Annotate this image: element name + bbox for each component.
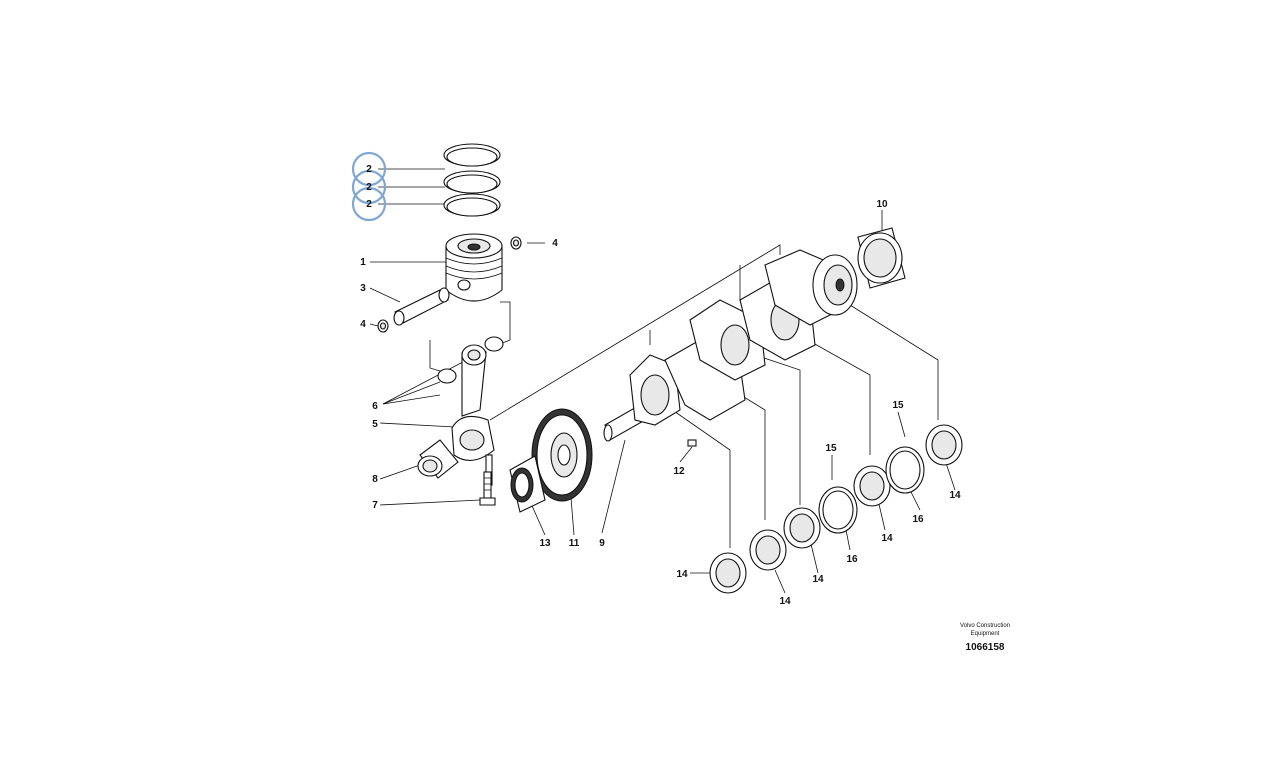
callout-13[interactable]: 13: [539, 538, 551, 549]
main-bearing-4: [853, 465, 891, 507]
timing-gear: [531, 408, 593, 502]
manufacturer-name-line2: Equipment: [970, 631, 1000, 637]
callout-highlight-ring: [351, 151, 387, 187]
main-bearing-5: [925, 424, 963, 466]
callout-3[interactable]: 3: [360, 283, 366, 294]
callout-8[interactable]: 8: [372, 474, 378, 485]
callout-6[interactable]: 6: [372, 401, 378, 412]
callout-16[interactable]: 16: [846, 554, 858, 565]
thrust-washer-2: [885, 446, 925, 494]
drawing-footer: Volvo Construction Equipment 1066158: [930, 622, 1040, 653]
piston: [445, 233, 503, 302]
main-bearing-2: [749, 529, 787, 571]
callout-1[interactable]: 1: [360, 257, 366, 268]
callout-highlight-ring: [351, 169, 387, 205]
callout-10[interactable]: 10: [876, 199, 888, 210]
callout-16[interactable]: 16: [912, 514, 924, 525]
callout-14[interactable]: 14: [949, 490, 961, 501]
piston-ring-group: [443, 143, 501, 217]
crankshaft-seal: [857, 227, 906, 289]
callout-14[interactable]: 14: [812, 574, 824, 585]
callout-2[interactable]: 2: [366, 182, 372, 193]
callout-11[interactable]: 11: [569, 538, 580, 549]
main-bearing-1: [709, 552, 747, 594]
callout-12[interactable]: 12: [673, 466, 685, 477]
crank-key: [687, 439, 697, 447]
connecting-rod: [437, 336, 504, 486]
callout-14[interactable]: 14: [881, 533, 893, 544]
callout-5[interactable]: 5: [372, 419, 378, 430]
callout-4[interactable]: 4: [552, 238, 558, 249]
callout-14[interactable]: 14: [779, 596, 791, 607]
crankshaft: [603, 249, 858, 442]
callout-labels: 2 2 2 1 4 3 4 6 5 8 7 13 11 9 12 10 15 1…: [360, 164, 961, 607]
callout-15[interactable]: 15: [892, 400, 904, 411]
callout-2[interactable]: 2: [366, 199, 372, 210]
piston-pin: [393, 287, 450, 326]
callout-14[interactable]: 14: [676, 569, 688, 580]
thrust-washer-1: [818, 486, 858, 534]
rod-bolt: [479, 471, 496, 506]
drawing-number: 1066158: [965, 642, 1005, 653]
callout-15[interactable]: 15: [825, 443, 837, 454]
callout-4[interactable]: 4: [360, 319, 366, 330]
main-bearing-3: [783, 507, 821, 549]
callout-highlights: [351, 151, 387, 222]
manufacturer-name: Volvo Construction: [959, 623, 1011, 629]
callout-2[interactable]: 2: [366, 164, 372, 175]
crank-gear: [509, 455, 546, 513]
rod-bearing: [417, 439, 459, 479]
callout-9[interactable]: 9: [599, 538, 605, 549]
callout-highlight-ring: [351, 186, 387, 222]
callout-7[interactable]: 7: [372, 500, 378, 511]
